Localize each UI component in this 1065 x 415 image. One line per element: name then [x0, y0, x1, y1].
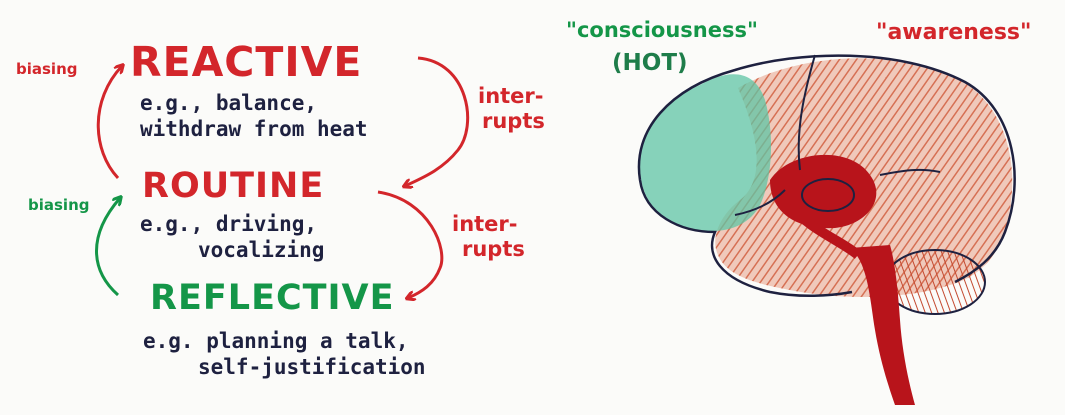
example-reflective-line1: e.g. planning a talk, — [143, 328, 426, 354]
example-reactive-line1: e.g., balance, — [140, 90, 368, 116]
biasing-arrow-lower — [97, 198, 121, 295]
interrupts-lower-line1: inter- — [452, 212, 525, 237]
example-routine-line2: vocalizing — [140, 237, 324, 263]
hot-label: (HOT) — [612, 50, 688, 76]
interrupts-label-upper: inter- rupts — [478, 84, 545, 134]
example-reactive: e.g., balance, withdraw from heat — [140, 90, 368, 142]
consciousness-label: "consciousness" — [566, 18, 758, 42]
level-title-reflective: REFLECTIVE — [150, 278, 395, 318]
interrupts-lower-line2: rupts — [452, 237, 525, 262]
interrupts-arrow-upper — [405, 58, 468, 186]
level-title-routine: ROUTINE — [142, 166, 324, 206]
interrupts-upper-line1: inter- — [478, 84, 545, 109]
biasing-arrow-upper — [98, 66, 122, 178]
example-reflective-line2: self-justification — [143, 354, 426, 380]
example-reactive-line2: withdraw from heat — [140, 116, 368, 142]
brain-illustration — [639, 55, 1015, 405]
example-routine-line1: e.g., driving, — [140, 211, 324, 237]
level-title-reactive: REACTIVE — [130, 38, 362, 86]
biasing-label-lower: biasing — [28, 196, 90, 214]
example-reflective: e.g. planning a talk, self-justification — [143, 328, 426, 380]
interrupts-upper-line2: rupts — [478, 109, 545, 134]
example-routine: e.g., driving, vocalizing — [140, 211, 324, 263]
interrupts-label-lower: inter- rupts — [452, 212, 525, 262]
awareness-label: "awareness" — [876, 20, 1031, 45]
biasing-label-upper: biasing — [16, 60, 78, 78]
